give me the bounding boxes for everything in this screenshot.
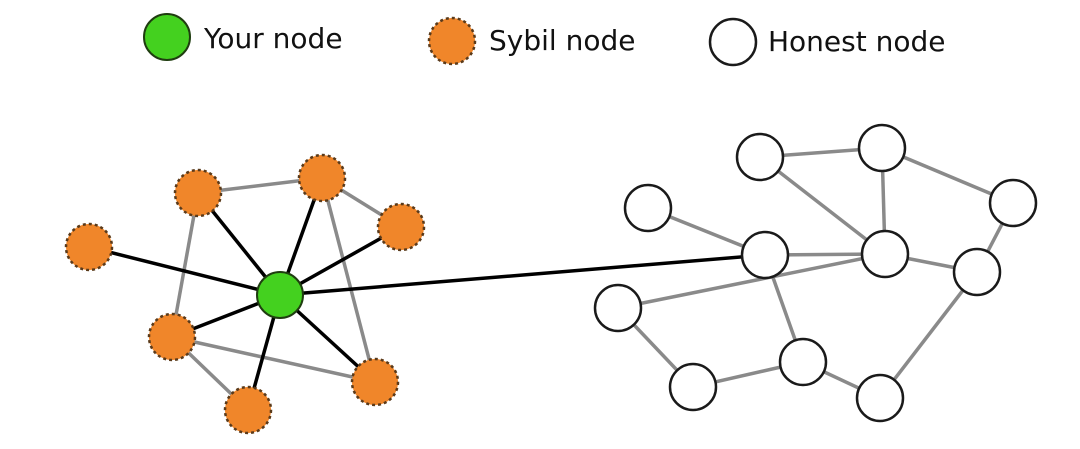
edge-you-h5	[279, 253, 766, 297]
sybil-node-s3	[297, 153, 347, 203]
edge-s5-s7	[171, 335, 376, 384]
edge-s2-s5	[170, 192, 200, 338]
legend-item-your-node: Your node	[143, 13, 343, 61]
honest-node-h1	[735, 132, 785, 182]
edge-you-s1	[88, 245, 281, 297]
legend-label-sybil-node: Sybil node	[489, 24, 635, 57]
honest-node-h2	[857, 123, 907, 173]
honest-node-h10	[668, 362, 718, 412]
your-node-legend-icon	[143, 13, 191, 61]
legend-label-honest-node: Honest node	[768, 25, 946, 58]
your-node	[256, 271, 304, 319]
sybil-node-legend-icon	[427, 16, 477, 66]
legend-item-honest-node: Honest node	[708, 17, 946, 67]
edge-s3-s7	[320, 177, 377, 383]
honest-node-h6	[860, 229, 910, 279]
sybil-node-s5	[147, 312, 197, 362]
honest-node-h7	[952, 247, 1002, 297]
legend: Your node Sybil node Honest node	[143, 13, 946, 67]
honest-node-h5	[740, 230, 790, 280]
edge-h11-h7	[878, 270, 979, 400]
honest-node-h3	[988, 178, 1038, 228]
honest-node-h11	[855, 373, 905, 423]
edge-h8-h6	[617, 252, 886, 310]
honest-node-h8	[593, 283, 643, 333]
honest-node-legend-icon	[708, 17, 758, 67]
edge-h1-h6	[758, 155, 887, 256]
nodes	[64, 123, 1038, 435]
sybil-node-s1	[64, 222, 114, 272]
edges	[88, 146, 1015, 412]
sybil-node-s2	[173, 168, 223, 218]
sybil-node-s6	[223, 385, 273, 435]
legend-item-sybil-node: Sybil node	[427, 16, 635, 66]
sybil-node-s7	[350, 357, 400, 407]
honest-node-h9	[778, 337, 828, 387]
legend-label-your-node: Your node	[203, 22, 343, 55]
honest-node-h4	[623, 183, 673, 233]
sybil-node-s4	[376, 202, 426, 252]
